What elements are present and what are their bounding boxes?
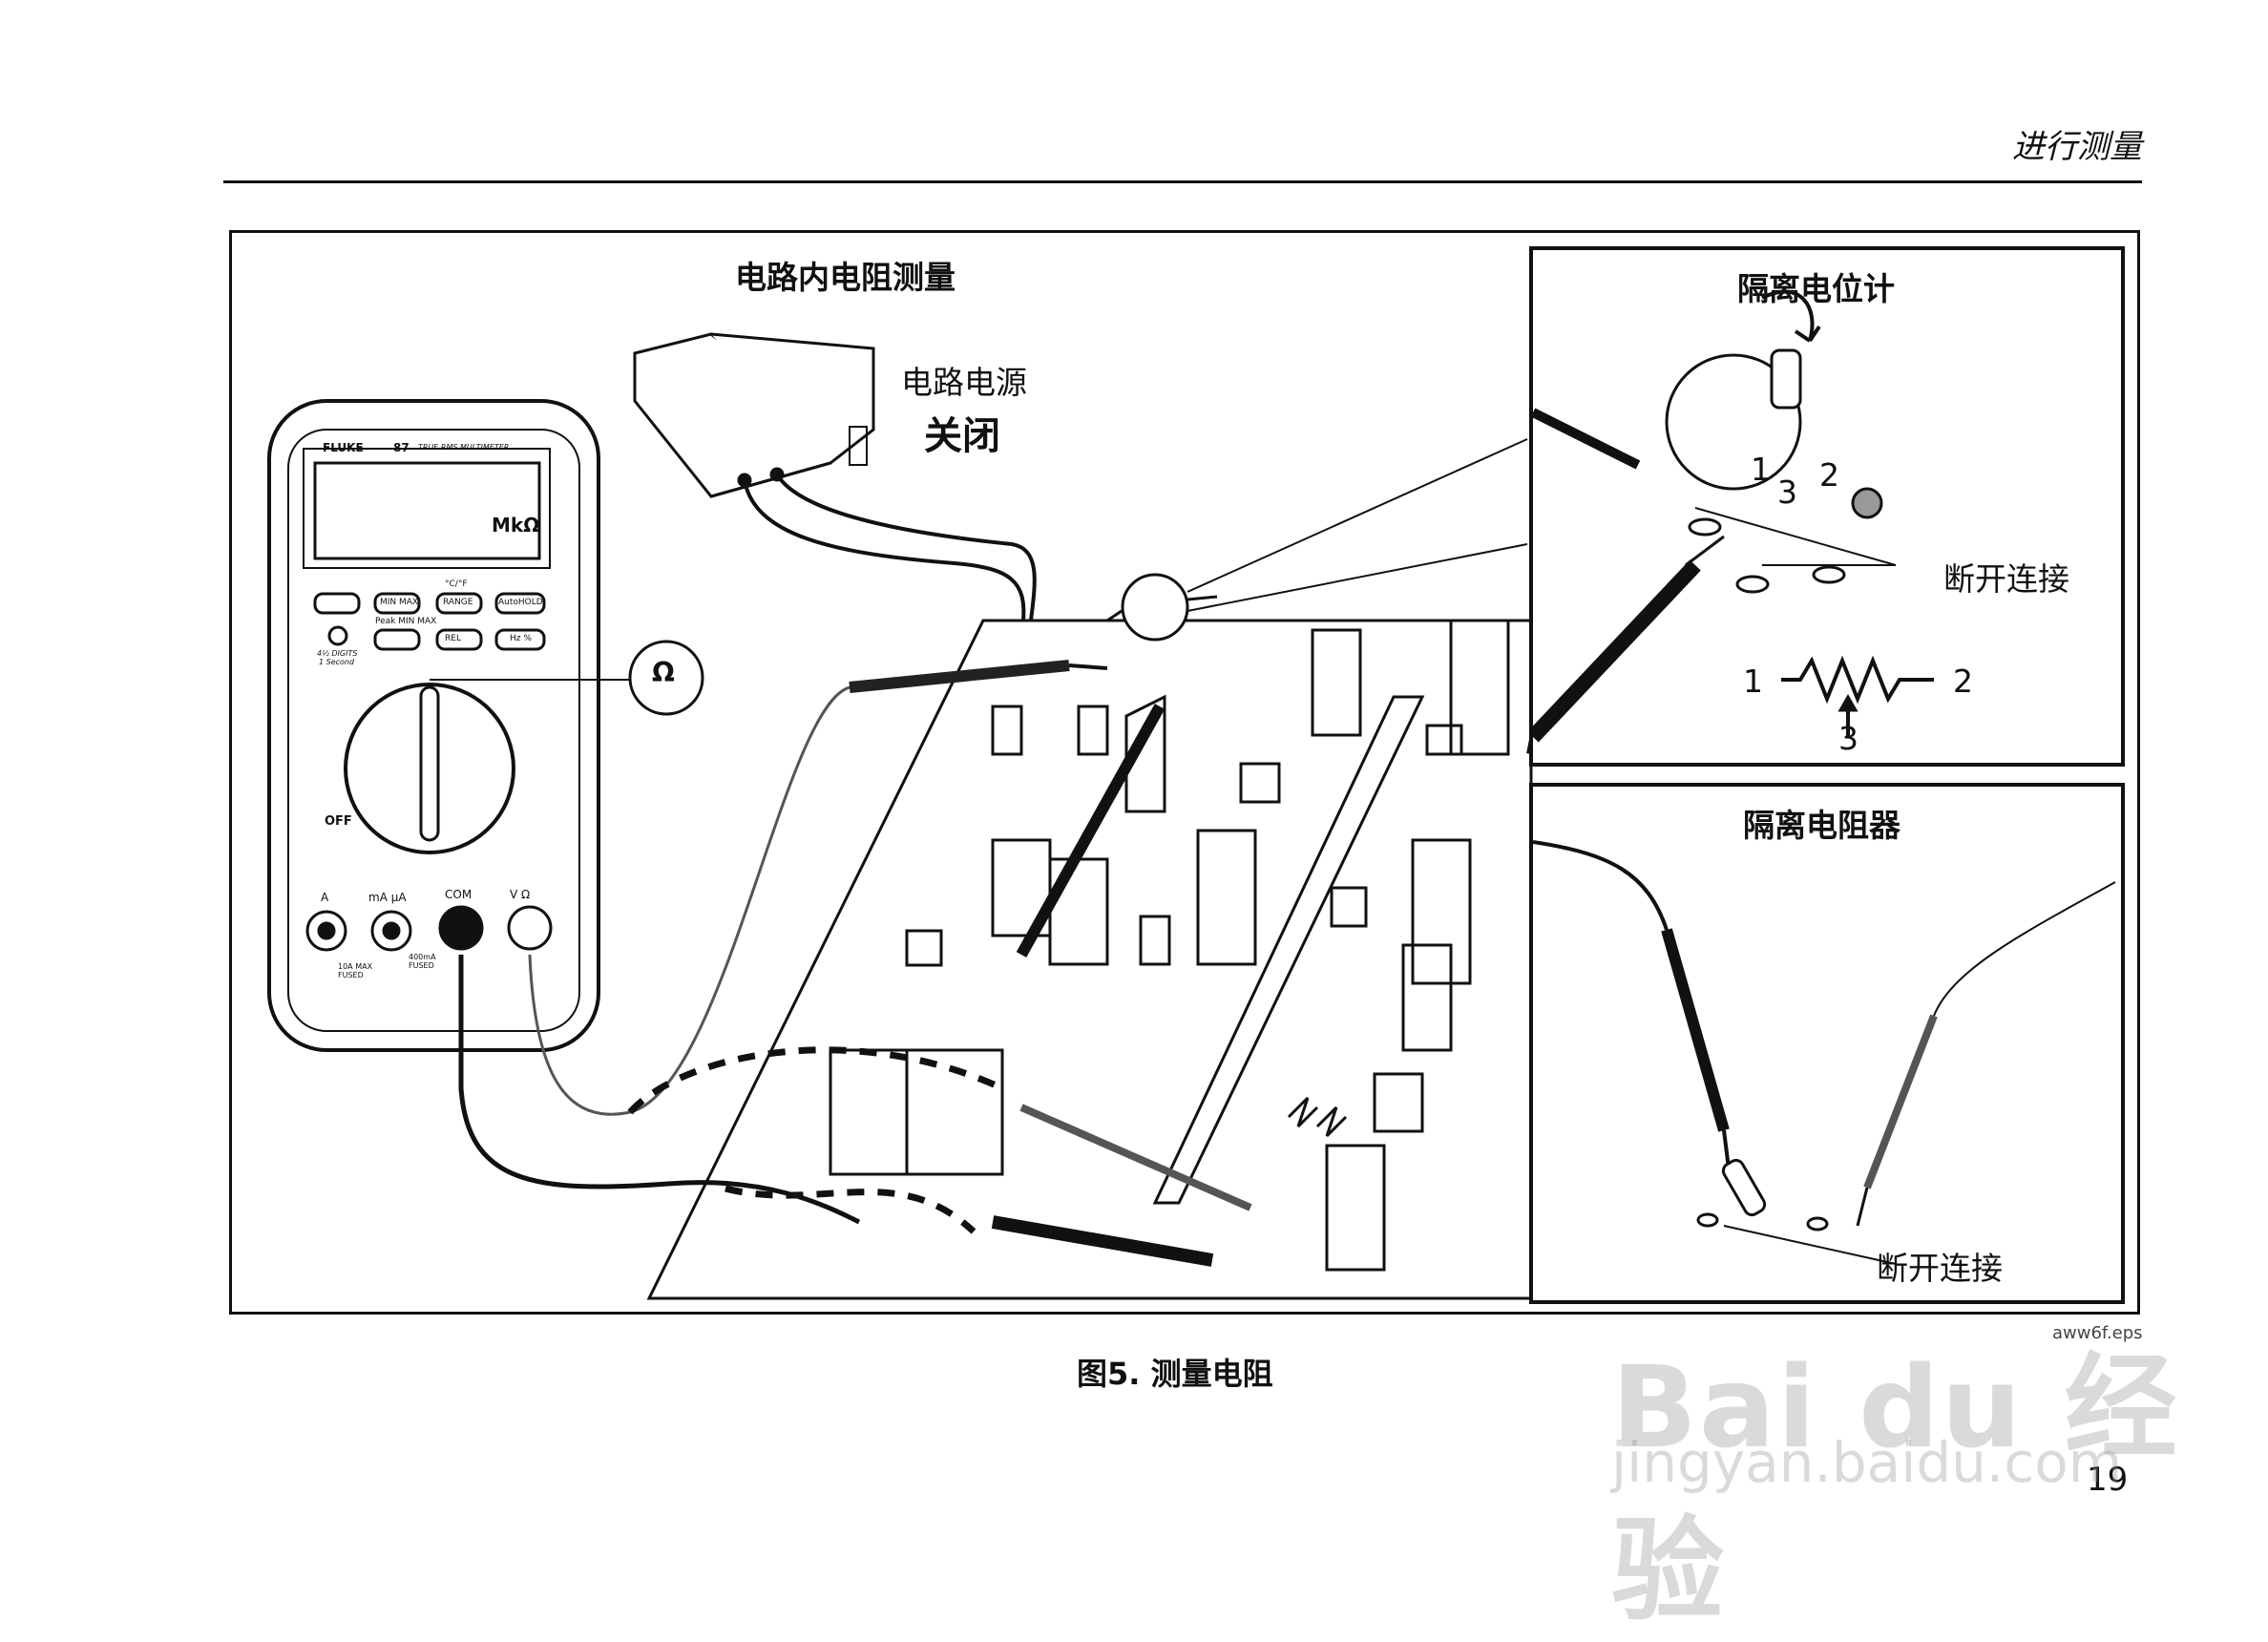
inset-top-title: 隔离电位计 xyxy=(1737,270,1895,307)
probe-lower-black xyxy=(991,1215,1214,1267)
board-part xyxy=(1239,762,1281,804)
meter-button xyxy=(435,592,483,615)
jack-label-v: V Ω xyxy=(510,888,531,901)
meter-temp-label: °C/°F xyxy=(445,579,468,589)
meter-btn-autohold[interactable]: AutoHOLD xyxy=(498,598,543,607)
jack-a xyxy=(305,910,347,952)
board-part xyxy=(1373,1072,1424,1133)
figure-frame xyxy=(229,230,2140,1315)
file-name: aww6f.eps xyxy=(2052,1323,2143,1343)
figure-caption: 图5. 测量电阻 xyxy=(1077,1356,1273,1392)
meter-btn-rel[interactable]: REL xyxy=(445,634,461,643)
inset-isolate-resistor: 隔离电阻器 断开连接 xyxy=(1529,783,2125,1304)
meter-button xyxy=(494,628,546,651)
board-part xyxy=(1425,724,1463,756)
meter-fuse-1: 10A MAX FUSED xyxy=(338,962,373,979)
board-chip xyxy=(1411,838,1472,985)
probe-upper-red xyxy=(849,660,1070,693)
jack-label-ma: mA µA xyxy=(368,891,407,904)
probe-lower-red xyxy=(1019,1104,1252,1211)
board-potentiometer xyxy=(1121,573,1189,642)
board-part xyxy=(905,929,943,967)
board-part xyxy=(1330,886,1368,928)
probe-upper-black xyxy=(1016,704,1166,958)
meter-button xyxy=(313,592,361,615)
board-chip xyxy=(1196,829,1257,966)
power-off-label: 关闭 xyxy=(924,414,1000,458)
page-number: 19 xyxy=(2087,1461,2129,1499)
pot-pin-2: 2 xyxy=(1819,456,1839,494)
jack-label-a: A xyxy=(321,891,329,904)
meter-btn-hz[interactable]: Hz % xyxy=(510,634,532,643)
page-header: 进行测量 xyxy=(2012,128,2142,166)
resistor-symbol xyxy=(1781,655,1934,705)
board-part xyxy=(1139,915,1171,966)
pot-pin-1: 1 xyxy=(1751,451,1771,488)
meter-digits-label: 4½ DIGITS xyxy=(317,649,358,658)
jack-com xyxy=(438,905,484,951)
meter-button xyxy=(373,592,421,615)
meter-button xyxy=(435,628,483,651)
meter-button xyxy=(373,628,421,651)
potentiometer-inset-art xyxy=(1527,289,1934,743)
schematic-pin-3: 3 xyxy=(1838,720,1858,757)
inset-bottom-title: 隔离电阻器 xyxy=(1743,807,1900,844)
jack-v xyxy=(507,905,553,951)
disconnect-label-bottom: 断开连接 xyxy=(1877,1250,2003,1287)
header-rule xyxy=(223,180,2142,183)
meter-subtitle: TRUE RMS MULTIMETER xyxy=(418,443,510,452)
watermark: Bai du 经验 jingyan.baidu.com xyxy=(1611,1316,2268,1642)
board-part xyxy=(1077,705,1109,756)
jack-ma xyxy=(370,910,412,952)
resistor-inset-art xyxy=(1532,840,2116,1265)
figure-artwork xyxy=(267,332,1701,1300)
pot-pin-3: 3 xyxy=(1777,474,1797,511)
inset-isolate-potentiometer: 隔离电位计 断开连接 1 3 2 1 2 3 xyxy=(1527,246,2125,767)
meter-model: 87 xyxy=(393,441,410,454)
watermark-line2: jingyan.baidu.com xyxy=(1611,1430,2123,1495)
circuit-board xyxy=(646,619,1533,1300)
schematic-pin-2: 2 xyxy=(1953,663,1973,700)
black-test-lead xyxy=(458,955,861,1225)
multimeter-screen xyxy=(313,461,541,560)
board-chip xyxy=(1401,943,1453,1052)
board-chip xyxy=(1449,619,1510,756)
board-chip xyxy=(1325,1144,1386,1272)
meter-display-unit: MkΩ xyxy=(492,514,540,537)
board-part xyxy=(991,705,1023,756)
meter-button xyxy=(494,592,546,615)
meter-second-label: 1 Second xyxy=(319,658,355,666)
disconnect-label-top: 断开连接 xyxy=(1943,560,2069,598)
jack-label-com: COM xyxy=(445,888,472,901)
meter-off-label: OFF xyxy=(325,814,352,829)
board-chip xyxy=(905,1048,1004,1176)
meter-fuse-2: 400mA FUSED xyxy=(409,953,436,970)
power-label: 电路电源 xyxy=(901,364,1027,401)
meter-brand: FLUKE xyxy=(323,441,364,454)
figure-main-title: 电路内电阻测量 xyxy=(735,259,956,296)
board-socket xyxy=(1311,628,1362,737)
callout-circle xyxy=(628,640,704,716)
meter-btn-minmax[interactable]: MIN MAX xyxy=(380,598,419,607)
meter-peak-label: Peak MIN MAX xyxy=(375,617,437,626)
power-display xyxy=(849,426,868,466)
meter-btn-range[interactable]: RANGE xyxy=(443,598,473,607)
schematic-pin-1: 1 xyxy=(1743,663,1763,700)
callout-ohm-symbol: Ω xyxy=(652,657,675,688)
